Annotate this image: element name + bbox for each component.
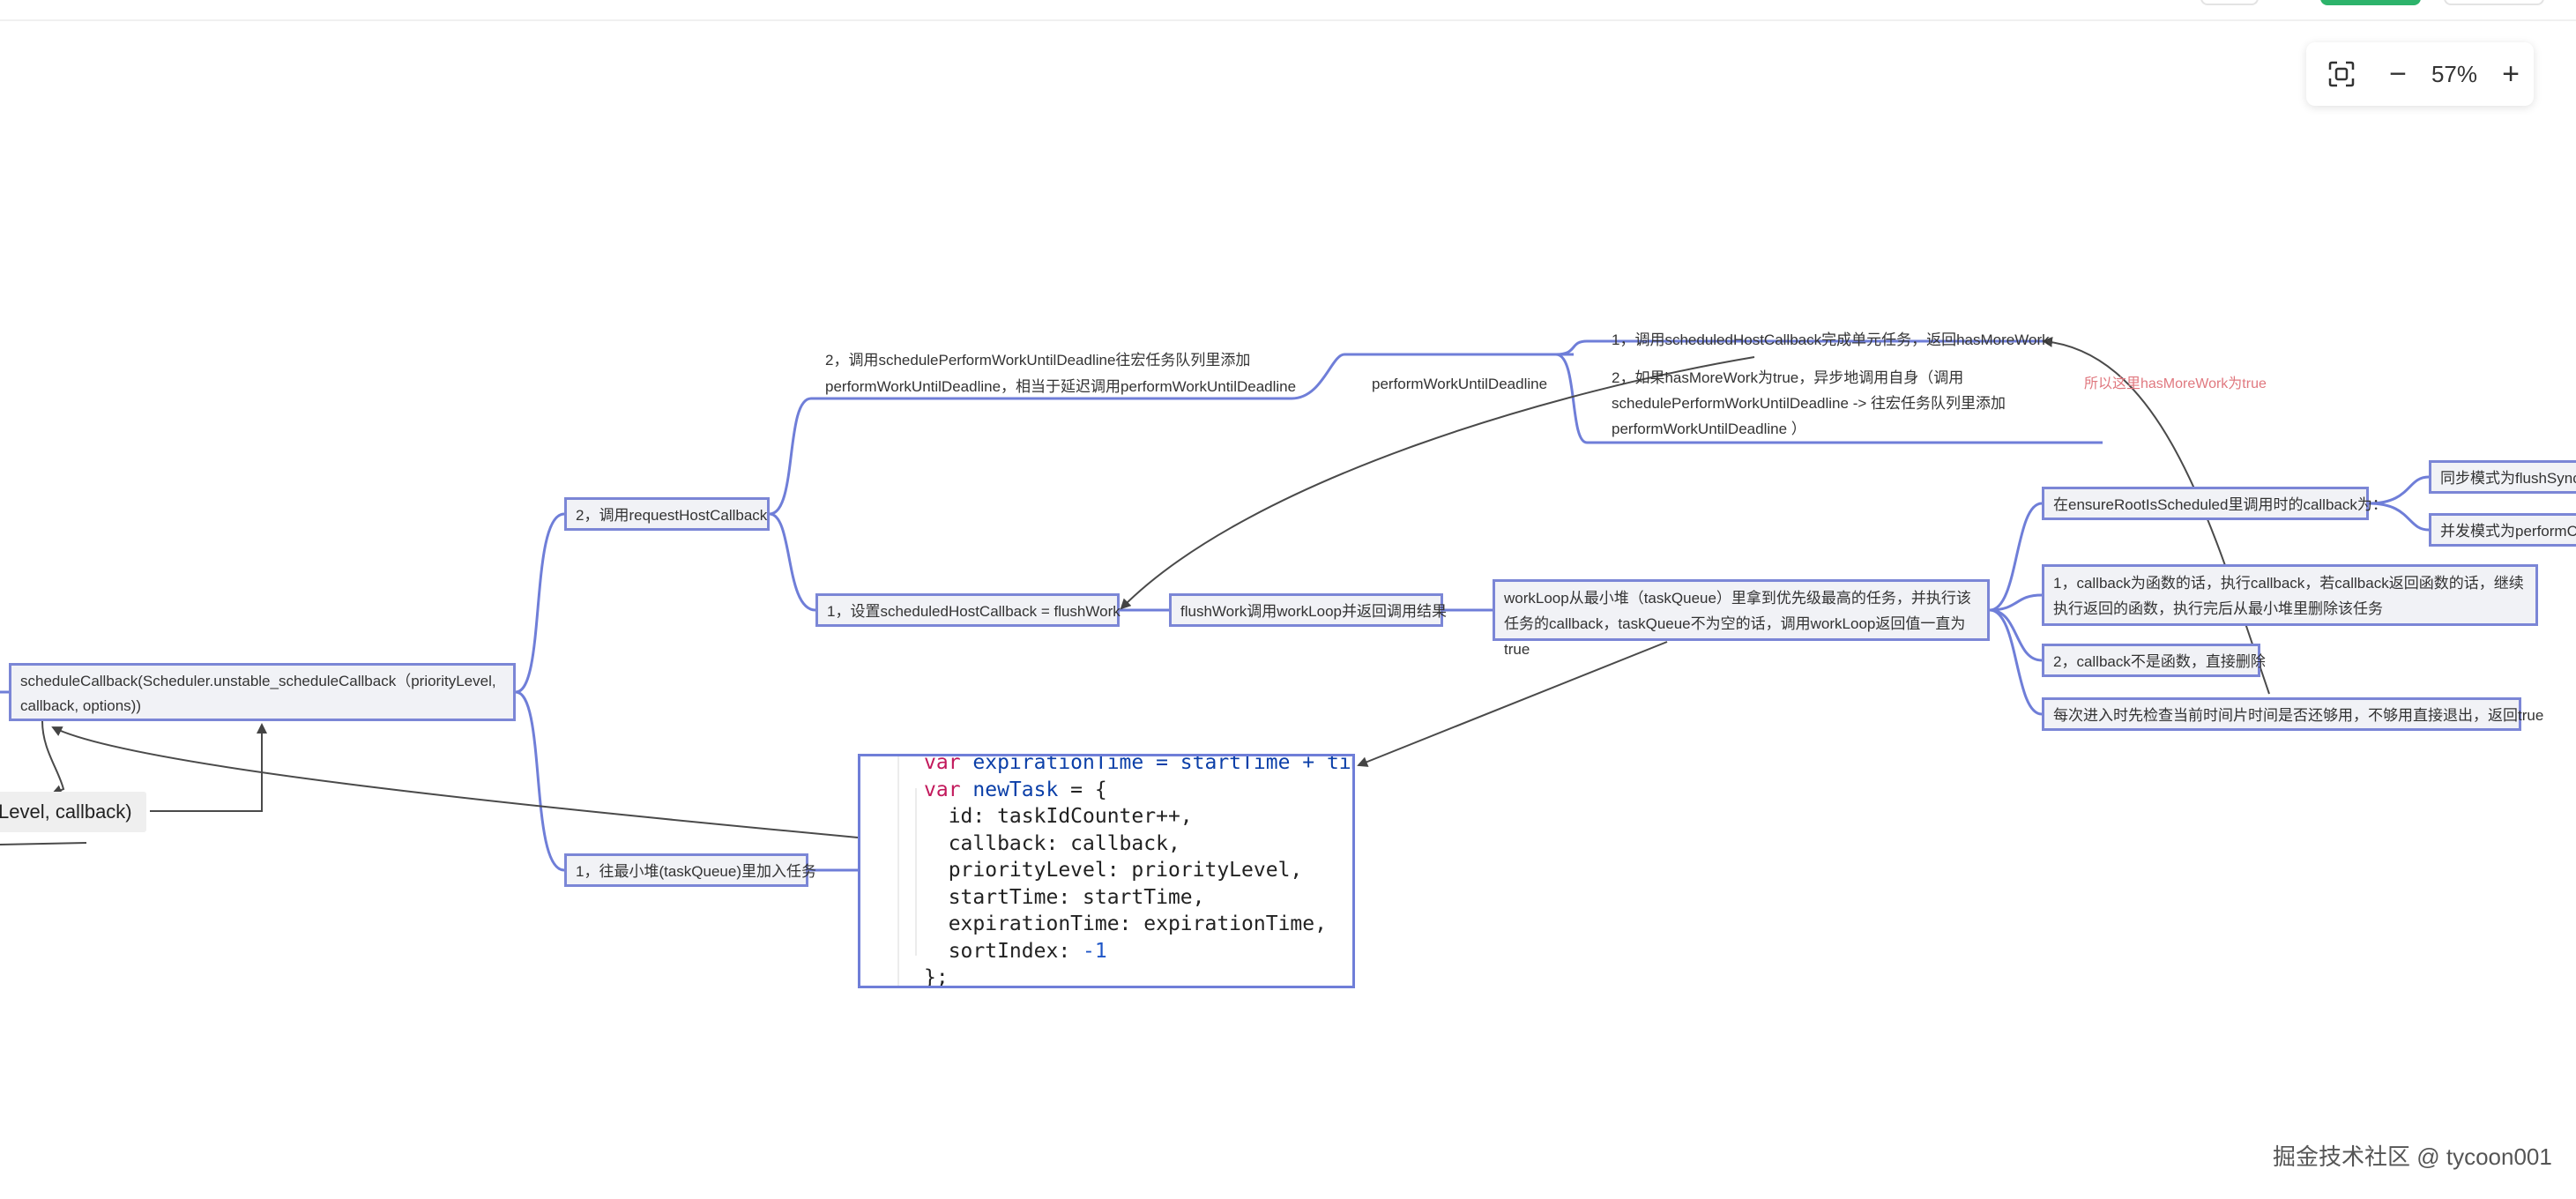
node-sync-mode[interactable]: 同步模式为flushSyncC xyxy=(2429,460,2576,494)
node-perform-label-text: performWorkUntilDeadline xyxy=(1372,376,1548,392)
zoom-in-button[interactable]: + xyxy=(2488,51,2534,97)
code-token: startTime: startTime, xyxy=(924,885,1205,909)
node-left-partial[interactable]: Level, callback) xyxy=(0,792,146,832)
node-callback-is-function[interactable]: 1，callback为函数的话，执行callback，若callback返回函数… xyxy=(2042,564,2538,626)
node-has-more-work-text: 2，如果hasMoreWork为true，异步地调用自身（调用scheduleP… xyxy=(1612,369,2006,437)
code-token: expirationTime = startTime + time xyxy=(972,754,1355,774)
code-token: priorityLevel: priorityLevel, xyxy=(924,859,1303,882)
node-callback-fn-text: 1，callback为函数的话，执行callback，若callback返回函数… xyxy=(2053,575,2524,617)
node-time-check-text: 每次进入时先检查当前时间片时间是否还够用，不够用直接退出，返回true xyxy=(2053,707,2544,724)
note-has-more-work-true: 所以这里hasMoreWork为true xyxy=(2084,372,2267,397)
node-flush-work-text: flushWork调用workLoop并返回调用结果 xyxy=(1180,603,1447,620)
code-line: }; xyxy=(924,964,1352,988)
plus-icon: + xyxy=(2502,57,2520,91)
code-token: }; xyxy=(924,966,949,988)
node-schedule-callback[interactable]: scheduleCallback(Scheduler.unstable_sche… xyxy=(9,663,516,721)
zoom-out-button[interactable]: − xyxy=(2375,51,2421,97)
code-line: priorityLevel: priorityLevel, xyxy=(924,857,1352,884)
code-line: sortIndex: -1 xyxy=(924,938,1352,965)
fit-screen-icon xyxy=(2328,61,2355,87)
zoom-level: 57% xyxy=(2431,60,2478,87)
node-sync-mode-text: 同步模式为flushSyncC xyxy=(2440,470,2576,487)
node-ensure-root-text: 在ensureRootIsScheduled里调用时的callback为： xyxy=(2053,496,2387,513)
node-flush-work[interactable]: flushWork调用workLoop并返回调用结果 xyxy=(1169,593,1447,627)
code-token: var xyxy=(924,754,973,774)
fit-screen-button[interactable] xyxy=(2319,51,2364,97)
node-work-loop-text: workLoop从最小堆（taskQueue）里拿到优先级最高的任务，并执行该任… xyxy=(1504,590,1971,658)
code-line: id: taskIdCounter++, xyxy=(924,803,1352,830)
node-concurrent-mode-text: 并发模式为performCo xyxy=(2440,523,2576,540)
node-schedule-callback-text: scheduleCallback(Scheduler.unstable_sche… xyxy=(20,673,496,714)
node-schedule-perform-work-text: 2，调用schedulePerformWorkUntilDeadline往宏任务… xyxy=(825,352,1297,395)
node-push-heap[interactable]: 1，往最小堆(taskQueue)里加入任务 xyxy=(564,853,816,887)
code-line: callback: callback, xyxy=(924,830,1352,858)
node-time-slice-check[interactable]: 每次进入时先检查当前时间片时间是否还够用，不够用直接退出，返回true xyxy=(2042,697,2543,731)
note-has-more-work-true-text: 所以这里hasMoreWork为true xyxy=(2084,376,2267,391)
code-gutter xyxy=(897,756,899,986)
node-request-host-callback-text: 2，调用requestHostCallback xyxy=(576,507,768,524)
node-push-heap-text: 1，往最小堆(taskQueue)里加入任务 xyxy=(576,863,816,880)
code-line: startTime: startTime, xyxy=(924,884,1352,912)
node-request-host-callback[interactable]: 2，调用requestHostCallback xyxy=(564,497,770,531)
zoom-control: − 57% + xyxy=(2306,42,2534,106)
watermark: 掘金技术社区 @ tycoon001 xyxy=(2273,1143,2552,1170)
minus-icon: − xyxy=(2389,57,2407,91)
node-schedule-perform-work[interactable]: 2，调用schedulePerformWorkUntilDeadline往宏任务… xyxy=(825,347,1301,400)
code-token: newTask xyxy=(972,778,1059,801)
code-line: var newTask = { xyxy=(924,777,1352,804)
node-callback-not-function[interactable]: 2，callback不是函数，直接删除 xyxy=(2042,644,2266,677)
code-token: expirationTime: expirationTime, xyxy=(924,912,1327,935)
code-token: = { xyxy=(1058,778,1107,801)
code-token: var xyxy=(924,778,973,801)
node-callback-not-fn-text: 2，callback不是函数，直接删除 xyxy=(2053,653,2266,670)
node-work-loop[interactable]: workLoop从最小堆（taskQueue）里拿到优先级最高的任务，并执行该任… xyxy=(1493,579,1990,658)
code-token: -1 xyxy=(1083,939,1107,963)
node-perform-work-until-deadline[interactable]: performWorkUntilDeadline xyxy=(1372,372,1547,397)
code-token: sortIndex: xyxy=(924,939,1083,963)
code-token: callback: callback, xyxy=(924,831,1180,855)
node-set-scheduled-host-callback[interactable]: 1，设置scheduledHostCallback = flushWork xyxy=(815,593,1120,627)
node-call-scheduled-host-callback[interactable]: 1，调用scheduledHostCallback完成单元任务，返回hasMor… xyxy=(1612,328,2050,353)
code-line: var expirationTime = startTime + time xyxy=(924,754,1355,777)
node-has-more-work[interactable]: 2，如果hasMoreWork为true，异步地调用自身（调用scheduleP… xyxy=(1612,365,2017,442)
code-line: expirationTime: expirationTime, xyxy=(924,911,1352,938)
node-ensure-root-scheduled[interactable]: 在ensureRootIsScheduled里调用时的callback为： xyxy=(2042,487,2387,520)
node-left-partial-text: Level, callback) xyxy=(0,801,132,823)
node-concurrent-mode[interactable]: 并发模式为performCo xyxy=(2429,513,2576,547)
node-set-scheduled-text: 1，设置scheduledHostCallback = flushWork xyxy=(827,603,1120,620)
toolbar-divider xyxy=(0,19,2576,21)
node-call-scheduled-text: 1，调用scheduledHostCallback完成单元任务，返回hasMor… xyxy=(1612,331,2050,348)
code-token: id: taskIdCounter++, xyxy=(924,805,1193,828)
code-indent-guide xyxy=(915,788,917,956)
